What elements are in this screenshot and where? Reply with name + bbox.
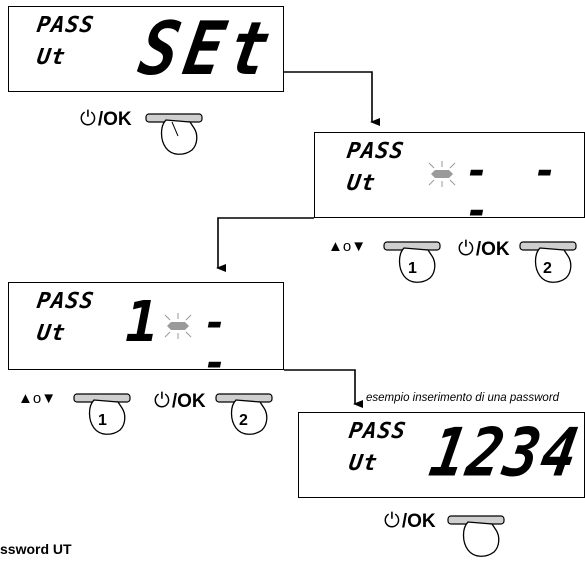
lcd-digit-one: 1: [125, 290, 159, 355]
pointing-hand-icon: [145, 113, 203, 155]
step-number-2: 2: [239, 412, 248, 429]
lcd-label-pass: PASS: [347, 419, 408, 444]
power-icon: ⏻: [384, 510, 400, 532]
lcd-label-ut: Ut: [345, 171, 378, 196]
ok-button-2[interactable]: ⏻ /OK: [458, 238, 510, 261]
arrow-buttons-step-1[interactable]: ▲o▼: [328, 238, 366, 255]
ok-button-3[interactable]: ⏻ /OK: [154, 390, 206, 413]
lcd-value-1234: 1234: [424, 413, 585, 492]
example-caption: esempio inserimento di una password: [366, 392, 560, 404]
up-down-arrows-label: ▲o▼: [328, 238, 367, 255]
ok-label: /OK: [97, 108, 132, 130]
lcd-label-ut: Ut: [35, 45, 68, 70]
step-number-2: 2: [543, 260, 552, 277]
lcd-value-set: SEt: [133, 7, 282, 93]
up-down-arrows-label: ▲o▼: [18, 390, 57, 407]
lcd-panel-entry-first-digit: PASS Ut 1 - -: [8, 282, 284, 383]
lcd-value-dashes: - -: [203, 300, 238, 386]
blinking-digit-icon: [164, 313, 192, 339]
power-icon: ⏻: [154, 390, 170, 412]
lcd-label-pass: PASS: [345, 139, 406, 164]
lcd-panel-set: PASS Ut SEt: [8, 6, 284, 92]
pointing-hand-icon: [215, 393, 273, 435]
lcd-panel-example-1234: PASS Ut 1234: [298, 412, 585, 498]
lcd-label-ut: Ut: [35, 321, 68, 346]
ok-button-1[interactable]: ⏻ /OK: [80, 108, 132, 131]
lcd-label-pass: PASS: [35, 289, 96, 314]
power-icon: ⏻: [80, 108, 96, 130]
power-icon: ⏻: [458, 238, 474, 260]
arrow-p3-to-p4: [284, 369, 363, 408]
step-number-1: 1: [98, 412, 107, 429]
arrow-p2-to-p3: [216, 217, 314, 272]
pointing-hand-icon: [73, 393, 131, 435]
step-number-1: 1: [408, 260, 417, 277]
ok-button-4[interactable]: ⏻ /OK: [384, 510, 436, 533]
ok-label: /OK: [401, 510, 436, 532]
arrow-p1-to-p2: [284, 71, 380, 126]
section-heading: ssword UT: [0, 541, 72, 557]
lcd-label-pass: PASS: [35, 13, 96, 38]
lcd-panel-entry-empty: PASS Ut - - -: [314, 132, 585, 231]
lcd-value-dashes: - - -: [465, 148, 568, 234]
blinking-digit-icon: [428, 161, 456, 187]
arrow-buttons-step-1[interactable]: ▲o▼: [18, 390, 56, 407]
ok-label: /OK: [171, 390, 206, 412]
pointing-hand-icon: [383, 241, 441, 283]
pointing-hand-icon: [519, 241, 577, 283]
pointing-hand-icon: [447, 515, 505, 557]
lcd-label-ut: Ut: [347, 451, 380, 476]
ok-label: /OK: [475, 238, 510, 260]
